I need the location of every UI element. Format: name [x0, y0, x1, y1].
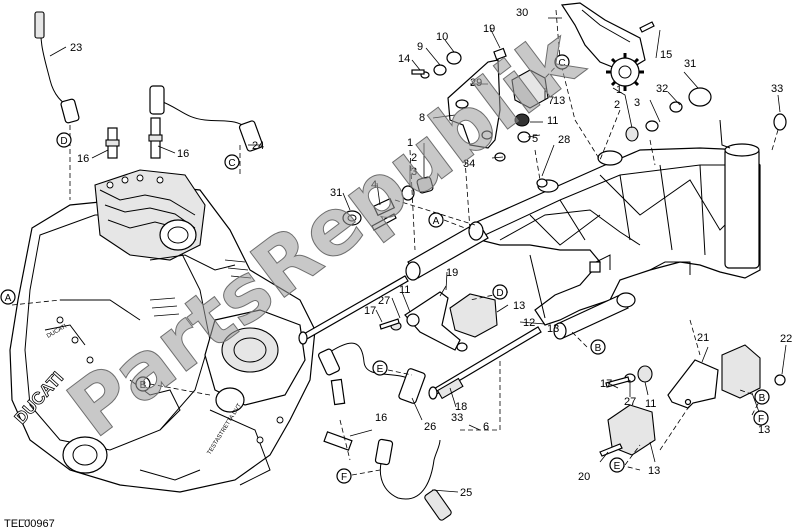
svg-text:A: A: [433, 216, 440, 227]
reference-circle-c-cable: C: [224, 154, 240, 170]
part-number-9: 9: [417, 41, 423, 53]
svg-text:F: F: [341, 472, 347, 483]
part-number-31-second: 31: [684, 58, 696, 70]
svg-text:C: C: [558, 58, 565, 69]
part-number-24: 24: [252, 140, 264, 152]
part-number-10: 10: [436, 31, 448, 43]
engine-block: DUCATI DUCATI TESTASTRETTA DVT: [9, 169, 316, 493]
ignition-cable-icon: [34, 11, 452, 521]
part-number-19: 19: [483, 23, 495, 35]
part-number-34: 34: [463, 158, 475, 170]
part-number-8: 8: [419, 112, 425, 124]
part-number-25: 25: [460, 487, 472, 499]
part-number-17-second: 17: [600, 378, 612, 390]
svg-text:B: B: [759, 393, 766, 404]
svg-text:E: E: [614, 461, 621, 472]
part-number-13-unit-f: 13: [758, 424, 770, 436]
svg-text:F: F: [758, 414, 764, 425]
spark-plug-icon: [105, 117, 353, 451]
reference-markers: A A B B B C C D D E E F F: [0, 54, 770, 484]
drawing-code: TEL00967: [4, 518, 55, 530]
bolt-icon: [371, 21, 655, 457]
part-number-33-second: 33: [451, 412, 463, 424]
reference-circle-f-cable: F: [336, 468, 352, 484]
part-number-19-second: 19: [446, 267, 458, 279]
svg-text:D: D: [60, 136, 67, 147]
part-number-14: 14: [398, 53, 410, 65]
part-number-7: 7: [548, 95, 554, 107]
part-number-27-second: 27: [624, 396, 636, 408]
part-number-22: 22: [780, 333, 792, 345]
reference-circle-e-cable: E: [372, 360, 388, 376]
part-number-13-bracket: 13: [547, 323, 559, 335]
part-number-3-right: 3: [634, 97, 640, 109]
reference-circle-b-right: B: [754, 389, 770, 405]
part-number-13: 13: [553, 95, 565, 107]
part-number-2: 2: [411, 152, 417, 164]
part-number-13-unit-e: 13: [648, 465, 660, 477]
part-number-5: 5: [532, 133, 538, 145]
part-number-27: 27: [378, 295, 390, 307]
part-number-6: 6: [483, 421, 489, 433]
svg-text:C: C: [228, 158, 235, 169]
part-number-3: 3: [411, 166, 417, 178]
long-bolt-icon: [298, 275, 542, 400]
svg-text:B: B: [595, 343, 602, 354]
part-number-23: 23: [70, 42, 82, 54]
part-number-21: 21: [697, 332, 709, 344]
part-number-1: 1: [407, 137, 413, 149]
reference-circle-a-frame: A: [428, 212, 444, 228]
part-number-16: 16: [77, 153, 89, 165]
part-number-26: 26: [424, 421, 436, 433]
part-number-32: 32: [656, 83, 668, 95]
reference-circle-c-bracket: C: [554, 54, 570, 70]
part-number-16-second: 16: [177, 148, 189, 160]
washer-icon: [342, 47, 787, 386]
part-number-28: 28: [558, 134, 570, 146]
reference-circle-b-frame: B: [590, 339, 606, 355]
leader-lines: [49, 17, 787, 493]
part-number-labels: 1 2 3 4 5 6 7 8 9 10 11 12 13 14 15 16 1…: [70, 7, 792, 499]
trellis-frame: [405, 119, 761, 340]
part-number-2-right: 2: [614, 99, 620, 111]
part-number-17: 17: [364, 305, 376, 317]
part-number-16-third: 16: [375, 412, 387, 424]
part-number-30: 30: [516, 7, 528, 19]
svg-text:D: D: [496, 288, 503, 299]
svg-text:A: A: [5, 293, 12, 304]
reference-circle-d-unit: D: [492, 284, 508, 300]
gear-icon: [606, 53, 644, 91]
part-number-33: 33: [771, 83, 783, 95]
part-number-31: 31: [330, 187, 342, 199]
part-number-15: 15: [660, 49, 672, 61]
part-number-11-left: 11: [399, 284, 410, 296]
control-unit-icon: [449, 69, 761, 456]
reference-circle-a-left: A: [0, 289, 16, 305]
svg-text:E: E: [377, 364, 384, 375]
reference-circle-d-cable: D: [56, 132, 72, 148]
reference-circle-f-unit: F: [753, 410, 769, 426]
part-number-20: 20: [578, 471, 590, 483]
part-number-18: 18: [455, 401, 467, 413]
part-number-13-unit-d: 13: [513, 300, 525, 312]
part-number-1-right: 1: [616, 84, 622, 96]
part-number-12: 12: [523, 317, 535, 329]
svg-text:B: B: [140, 380, 147, 391]
part-number-11: 11: [547, 115, 558, 127]
part-number-4: 4: [371, 179, 377, 191]
reference-circle-b-engine: B: [135, 376, 151, 392]
part-number-11-right: 11: [645, 398, 656, 410]
reference-circle-e-unit: E: [609, 457, 625, 473]
part-number-29: 29: [470, 77, 482, 89]
